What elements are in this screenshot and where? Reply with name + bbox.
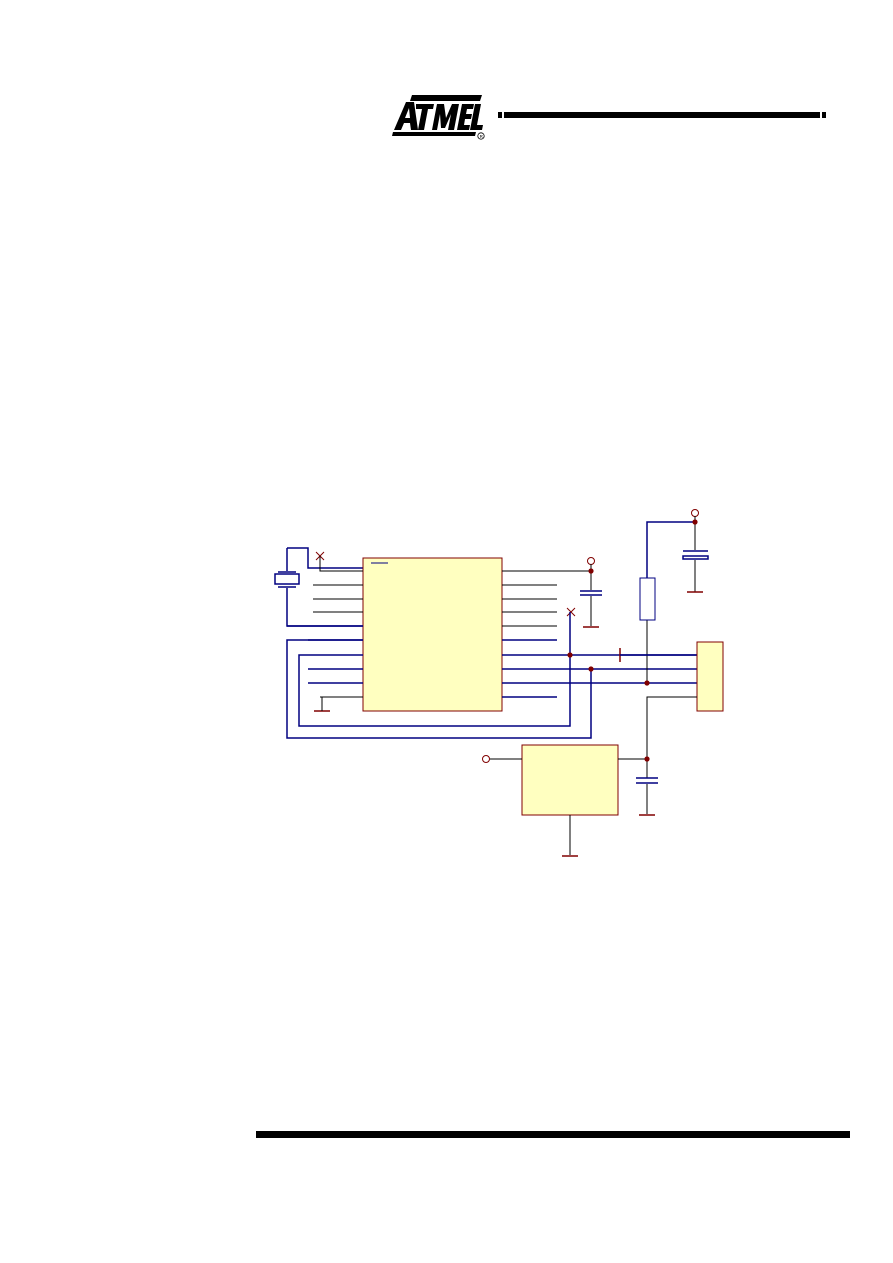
atmel-logo-graphic: R bbox=[392, 95, 485, 140]
footer-rule bbox=[256, 1131, 850, 1138]
logo-text: ATMEL bbox=[488, 92, 489, 93]
header-rule-right-cap bbox=[822, 112, 826, 118]
regulator-body bbox=[521, 744, 619, 816]
header-rule bbox=[498, 111, 826, 119]
circuit-schematic bbox=[250, 500, 750, 870]
schematic-drawing bbox=[274, 509, 724, 857]
main-ic-body bbox=[362, 557, 503, 712]
header-rule-left-cap bbox=[498, 112, 502, 118]
header-rule-bar bbox=[504, 112, 820, 118]
atmel-logo: R ATMEL bbox=[390, 92, 488, 140]
svg-text:R: R bbox=[480, 134, 484, 139]
connector-body bbox=[696, 641, 724, 712]
crystal-component bbox=[274, 547, 363, 627]
